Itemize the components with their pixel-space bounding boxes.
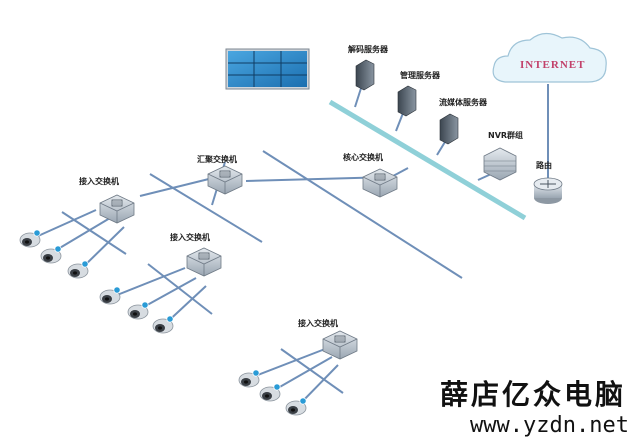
camera-icon bbox=[40, 245, 62, 264]
camera-icon bbox=[152, 315, 174, 334]
access2-bus bbox=[147, 263, 213, 315]
stream-server-label: 流媒体服务器 bbox=[439, 97, 488, 107]
nvr-group-label: NVR群组 bbox=[488, 130, 523, 140]
router-icon bbox=[533, 177, 563, 204]
backbone-line bbox=[328, 99, 527, 221]
router-label: 路由 bbox=[536, 160, 552, 170]
link-agg-to-access2 bbox=[149, 173, 263, 243]
video-wall bbox=[225, 48, 310, 90]
mgmt-server-label: 管理服务器 bbox=[400, 70, 441, 80]
camera-icon bbox=[19, 229, 41, 248]
camera-icon bbox=[67, 260, 89, 279]
decode-server-label: 解码服务器 bbox=[348, 44, 389, 54]
network-links bbox=[37, 81, 549, 409]
decode-server-icon bbox=[355, 59, 375, 91]
mgmt-server-icon bbox=[397, 85, 417, 117]
nvr-group-icon bbox=[483, 147, 517, 181]
access-switch-3-label: 接入交换机 bbox=[298, 318, 338, 328]
core-switch-label: 核心交换机 bbox=[343, 152, 383, 162]
camera-icon bbox=[259, 383, 281, 402]
access-switch-3-icon bbox=[322, 330, 358, 360]
camera-icon bbox=[238, 369, 260, 388]
internet-label: INTERNET bbox=[520, 59, 585, 71]
camera-icon bbox=[285, 397, 307, 416]
access-switch-1-label: 接入交换机 bbox=[79, 176, 119, 186]
aggregation-switch-icon bbox=[207, 165, 243, 195]
camera-icon bbox=[127, 301, 149, 320]
access-switch-2-label: 接入交换机 bbox=[170, 232, 210, 242]
access3-bus bbox=[280, 348, 344, 394]
link-core-to-access3 bbox=[262, 150, 463, 279]
internet-cloud-icon bbox=[492, 32, 607, 83]
access-switch-2-icon bbox=[186, 247, 222, 277]
core-switch-icon bbox=[362, 168, 398, 198]
access-switch-1-icon bbox=[99, 194, 135, 224]
aggregation-switch-label: 汇聚交换机 bbox=[197, 154, 237, 164]
stream-server-icon bbox=[439, 113, 459, 145]
watermark-title: 薛店亿众电脑 bbox=[440, 378, 626, 411]
camera-icon bbox=[99, 286, 121, 305]
access1-bus bbox=[61, 211, 127, 255]
watermark-url: www.yzdn.net bbox=[470, 413, 629, 438]
